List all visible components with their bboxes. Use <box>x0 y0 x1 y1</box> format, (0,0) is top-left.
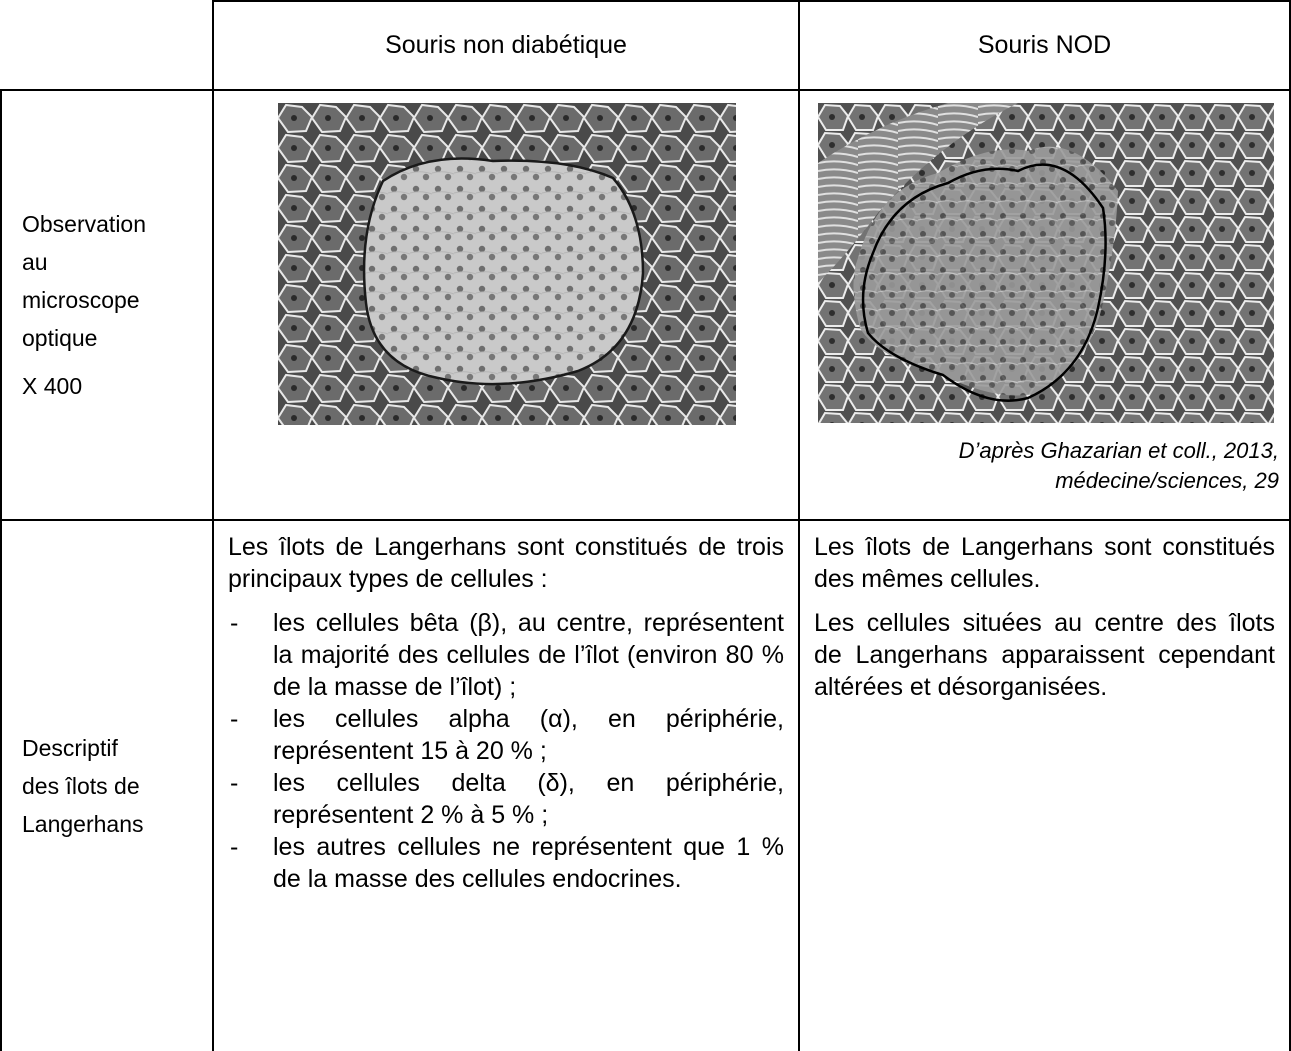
list-item-text: les cellules bêta (β), au centre, représ… <box>273 609 784 701</box>
observation-label: Observation au microscope optique X 400 <box>0 89 214 521</box>
list-item: - les cellules bêta (β), au centre, repr… <box>228 607 784 703</box>
header-row: Souris non diabétique Souris NOD <box>1 0 1291 91</box>
label-line: optique <box>22 325 98 351</box>
label-line: microscope <box>22 287 140 313</box>
intro-paragraph: Les îlots de Langerhans sont constitués … <box>228 533 784 593</box>
magnification-label: X 400 <box>22 373 83 399</box>
list-item: - les autres cellules ne représentent qu… <box>228 831 784 895</box>
list-item-text: les cellules delta (δ), en périphérie, r… <box>273 769 784 829</box>
bullet-dash: - <box>230 609 239 637</box>
bullet-dash: - <box>230 705 239 733</box>
header-nod: Souris NOD <box>798 0 1291 91</box>
cell-types-list: - les cellules bêta (β), au centre, repr… <box>228 607 784 895</box>
descriptif-label: Descriptif des îlots de Langerhans <box>0 519 214 1051</box>
label-line: Langerhans <box>22 811 144 837</box>
header-non-diabetic: Souris non diabétique <box>212 0 800 91</box>
observation-row: Observation au microscope optique X 400 <box>0 89 1291 521</box>
descriptif-non-diabetic-cell: Les îlots de Langerhans sont constitués … <box>212 519 800 1051</box>
micrograph-nod-image <box>818 103 1274 423</box>
nod-paragraph-1: Les îlots de Langerhans sont constitués … <box>814 533 1275 593</box>
list-item: - les cellules alpha (α), en périphérie,… <box>228 703 784 767</box>
nod-paragraph-2: Les cellules situées au centre des îlots… <box>814 609 1275 701</box>
observation-non-diabetic-cell <box>212 89 800 521</box>
citation-line: médecine/sciences, 29 <box>1055 468 1279 493</box>
label-line: des îlots de <box>22 773 140 799</box>
bullet-dash: - <box>230 833 239 861</box>
descriptif-row: Descriptif des îlots de Langerhans Les î… <box>0 519 1291 1051</box>
micrograph-non-diabetic-image <box>278 103 736 425</box>
descriptif-nod-cell: Les îlots de Langerhans sont constitués … <box>798 519 1291 1051</box>
label-line: au <box>22 249 48 275</box>
bullet-dash: - <box>230 769 239 797</box>
list-item: - les cellules delta (δ), en périphérie,… <box>228 767 784 831</box>
source-citation: D’après Ghazarian et coll., 2013, médeci… <box>959 436 1279 496</box>
observation-nod-cell: D’après Ghazarian et coll., 2013, médeci… <box>798 89 1291 521</box>
label-line: Descriptif <box>22 735 118 761</box>
list-item-text: les autres cellules ne représentent que … <box>273 833 784 893</box>
label-line: Observation <box>22 211 147 237</box>
citation-line: D’après Ghazarian et coll., 2013, <box>958 438 1279 463</box>
empty-corner-cell <box>1 1 214 91</box>
list-item-text: les cellules alpha (α), en périphérie, r… <box>273 705 784 765</box>
